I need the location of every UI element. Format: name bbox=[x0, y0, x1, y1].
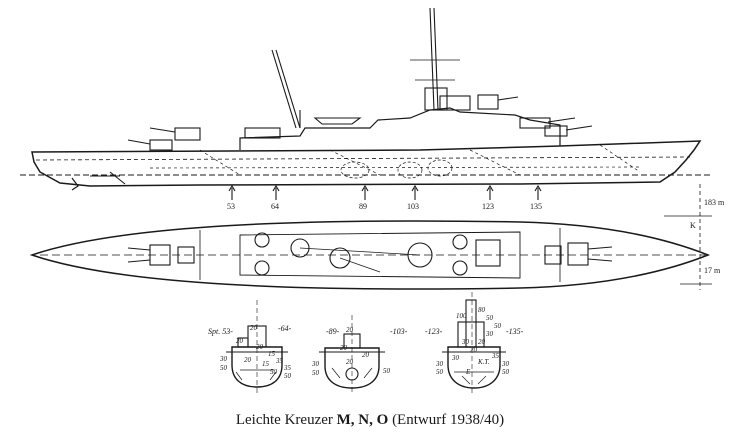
beam-dimension: 17 m bbox=[704, 266, 721, 275]
section-1-armor: 50 bbox=[284, 372, 292, 380]
section-3-armor: 30 bbox=[485, 330, 494, 338]
section-1 bbox=[226, 300, 288, 395]
section-2-armor: 30 bbox=[311, 360, 320, 368]
section-3-armor: 30 bbox=[461, 338, 470, 346]
section-2-armor: 20 bbox=[340, 344, 348, 352]
section-1-armor: 15 bbox=[262, 360, 270, 368]
section-1-armor: 50 bbox=[270, 368, 278, 376]
section-2-frame-left: -89- bbox=[326, 327, 340, 336]
section-3 bbox=[442, 292, 506, 395]
section-2-armor: 50 bbox=[312, 369, 320, 377]
section-1-header: Spt. 53- bbox=[208, 327, 233, 336]
section-3-armor: 50 bbox=[502, 368, 510, 376]
section-3-armor: 50 bbox=[436, 368, 444, 376]
frame-label-89: 89 bbox=[359, 202, 367, 211]
section-3-armor: 20 bbox=[470, 346, 478, 354]
section-3-armor: 50 bbox=[494, 322, 502, 330]
frame-markers bbox=[228, 184, 542, 200]
figure-caption: Leichte Kreuzer M, N, O (Entwurf 1938/40… bbox=[0, 412, 740, 429]
section-1-armor: 20 bbox=[256, 343, 264, 351]
section-1-frame: -64- bbox=[278, 324, 292, 333]
caption-prefix: Leichte Kreuzer bbox=[235, 412, 337, 428]
section-1-armor: 20 bbox=[236, 337, 244, 345]
plan-view bbox=[29, 220, 711, 290]
length-dimension: 183 m bbox=[704, 198, 725, 207]
frame-label-123: 123 bbox=[482, 202, 494, 211]
section-1-armor: 35 bbox=[283, 364, 292, 372]
section-1-armor: 15 bbox=[268, 350, 276, 358]
section-3-armor: K.T. bbox=[477, 358, 490, 366]
section-2-frame-right: -103- bbox=[390, 327, 408, 336]
section-3-armor: 30 bbox=[451, 354, 460, 362]
section-3-armor: E bbox=[465, 368, 471, 376]
section-1-armor: 30 bbox=[219, 355, 228, 363]
section-2-armor: 20 bbox=[362, 351, 370, 359]
section-3-armor: 30 bbox=[501, 360, 510, 368]
caption-suffix: (Entwurf 1938/40) bbox=[388, 412, 505, 428]
section-3-armor: 35 bbox=[491, 352, 500, 360]
frame-label-103: 103 bbox=[407, 202, 419, 211]
section-3-frame-left: -123- bbox=[425, 327, 443, 336]
frame-label-64: 64 bbox=[271, 202, 279, 211]
section-1-armor: 50 bbox=[220, 364, 228, 372]
section-2-armor: 20 bbox=[346, 326, 354, 334]
section-3-armor: 100 bbox=[456, 312, 467, 320]
section-2-armor: 50 bbox=[383, 367, 391, 375]
section-1-armor: 20 bbox=[250, 324, 258, 332]
section-3-armor: 30 bbox=[435, 360, 444, 368]
section-1-armor: 35 bbox=[275, 357, 284, 365]
section-3-armor: 50 bbox=[486, 314, 494, 322]
k-mark: K bbox=[690, 221, 696, 230]
section-2-armor: 20 bbox=[346, 358, 354, 366]
section-1-armor: 20 bbox=[244, 356, 252, 364]
caption-ship-names: M, N, O bbox=[336, 412, 389, 428]
section-3-armor: 80 bbox=[478, 306, 486, 314]
frame-label-53: 53 bbox=[227, 202, 235, 211]
section-3-frame-right: -135- bbox=[506, 327, 524, 336]
dimension-line bbox=[664, 184, 712, 290]
section-3-armor: 20 bbox=[478, 338, 486, 346]
side-profile bbox=[20, 7, 712, 191]
frame-label-135: 135 bbox=[530, 202, 542, 211]
section-2 bbox=[319, 315, 385, 395]
